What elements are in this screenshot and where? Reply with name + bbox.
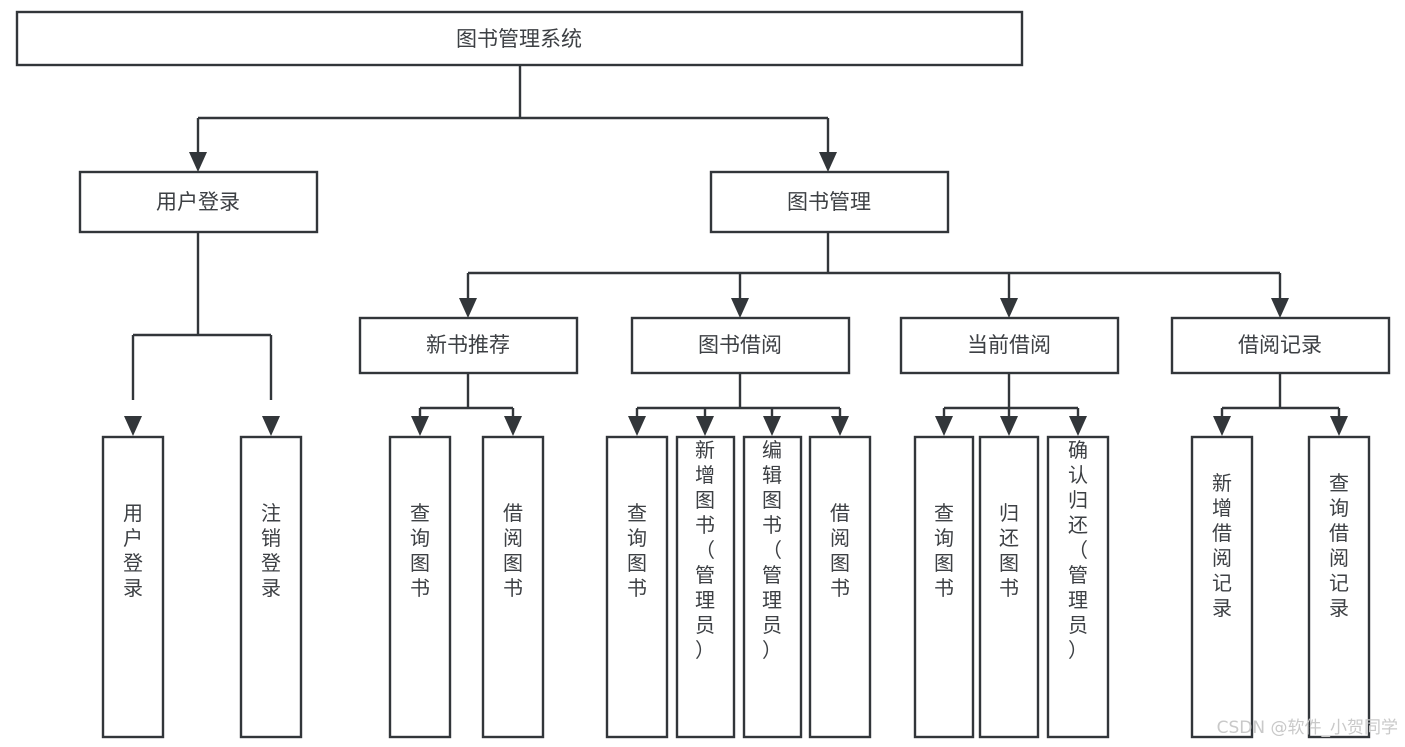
arrow-root-to-user-login-icon	[189, 152, 207, 172]
leaf-node-add-record[interactable]: 新增借阅记录	[1190, 435, 1254, 739]
leaf-query-book-2-label: 查询图书	[627, 501, 647, 600]
node-current-borrow-box[interactable]	[899, 316, 1120, 375]
leaf-query-book-3-box[interactable]	[913, 435, 975, 739]
node-user-login-label: 用户登录	[156, 190, 240, 214]
leaf-query-record-box[interactable]	[1307, 435, 1371, 739]
leaf-borrow-book-2-label: 借阅图书	[830, 501, 850, 600]
leaf-confirm-return-label: 确认归还（管理员）	[1068, 438, 1088, 662]
node-root-box[interactable]	[15, 10, 1024, 67]
leaf-user-login-label: 用户登录	[123, 501, 143, 600]
node-user-login[interactable]: 用户登录	[78, 170, 319, 234]
arrow-book-borrow-leaf-1-icon	[628, 416, 646, 436]
leaf-query-book-1-box[interactable]	[388, 435, 452, 739]
leaf-borrow-book-1-label: 借阅图书	[503, 501, 523, 600]
edges-user-login-to-leaves	[124, 232, 280, 436]
arrow-current-borrow-leaf-1-icon	[935, 416, 953, 436]
node-borrow-record-label: 借阅记录	[1238, 333, 1322, 357]
arrow-current-borrow-leaf-2-icon	[1000, 416, 1018, 436]
leaf-node-query-book-1[interactable]: 查询图书	[388, 435, 452, 739]
arrow-bm-to-borrow-record-icon	[1271, 298, 1289, 318]
leaf-logout-login-label: 注销登录	[261, 501, 281, 600]
leaf-edit-book-label: 编辑图书（管理员）	[762, 438, 782, 662]
node-user-login-box[interactable]	[78, 170, 319, 234]
leaf-logout-login-box[interactable]	[239, 435, 303, 739]
node-borrow-record[interactable]: 借阅记录	[1170, 316, 1391, 375]
leaf-return-book-label: 归还图书	[999, 501, 1019, 600]
edges-root-to-level1	[189, 65, 837, 172]
leaf-query-book-2-box[interactable]	[605, 435, 669, 739]
edges-current-borrow-to-leaves	[935, 373, 1087, 436]
csdn-watermark: CSDN @软件_小贺同学	[1217, 718, 1398, 738]
leaf-add-book-label: 新增图书（管理员）	[695, 438, 715, 662]
leaf-node-query-book-3[interactable]: 查询图书	[913, 435, 975, 739]
arrow-book-borrow-leaf-2-icon	[696, 416, 714, 436]
leaf-node-user-login[interactable]: 用户登录	[101, 435, 165, 739]
arrow-current-borrow-leaf-3-icon	[1069, 416, 1087, 436]
node-new-book-recommend-label: 新书推荐	[426, 333, 510, 357]
edges-book-borrow-to-leaves	[628, 373, 849, 436]
arrow-new-book-leaf-2-icon	[504, 416, 522, 436]
node-root[interactable]: 图书管理系统	[15, 10, 1024, 67]
node-book-borrow-box[interactable]	[630, 316, 851, 375]
leaf-edit-book-box[interactable]	[742, 435, 803, 739]
leaf-node-edit-book[interactable]: 编辑图书（管理员）	[742, 435, 803, 739]
leaf-node-confirm-return[interactable]: 确认归还（管理员）	[1046, 435, 1110, 739]
leaf-add-record-box[interactable]	[1190, 435, 1254, 739]
node-current-borrow[interactable]: 当前借阅	[899, 316, 1120, 375]
edges-borrow-record-to-leaves	[1213, 373, 1348, 436]
node-book-borrow-label: 图书借阅	[698, 333, 782, 357]
arrow-book-borrow-leaf-4-icon	[831, 416, 849, 436]
leaf-borrow-book-1-box[interactable]	[481, 435, 545, 739]
arrow-borrow-record-leaf-2-icon	[1330, 416, 1348, 436]
leaf-node-add-book[interactable]: 新增图书（管理员）	[675, 435, 736, 739]
arrow-bm-to-book-borrow-icon	[731, 298, 749, 318]
arrow-new-book-leaf-1-icon	[411, 416, 429, 436]
node-book-management-box[interactable]	[709, 170, 950, 234]
leaf-query-record-label: 查询借阅记录	[1329, 471, 1349, 620]
arrow-book-borrow-leaf-3-icon	[763, 416, 781, 436]
node-book-management[interactable]: 图书管理	[709, 170, 950, 234]
arrow-user-login-leaf-2-icon	[262, 416, 280, 436]
leaf-node-query-book-2[interactable]: 查询图书	[605, 435, 669, 739]
leaf-node-logout-login[interactable]: 注销登录	[239, 435, 303, 739]
leaf-query-book-3-label: 查询图书	[934, 501, 954, 600]
node-book-borrow[interactable]: 图书借阅	[630, 316, 851, 375]
arrow-user-login-leaf-1-icon	[124, 416, 142, 436]
node-root-label: 图书管理系统	[456, 27, 582, 51]
leaf-node-query-record[interactable]: 查询借阅记录	[1307, 435, 1371, 739]
arrow-root-to-book-management-icon	[819, 152, 837, 172]
leaf-user-login-box[interactable]	[101, 435, 165, 739]
node-book-management-label: 图书管理	[787, 190, 871, 214]
leaf-add-record-label: 新增借阅记录	[1212, 471, 1232, 620]
node-current-borrow-label: 当前借阅	[967, 333, 1051, 357]
leaf-borrow-book-2-box[interactable]	[808, 435, 872, 739]
edges-book-management-to-level2	[459, 232, 1289, 318]
arrow-bm-to-new-book-icon	[459, 298, 477, 318]
arrow-bm-to-current-borrow-icon	[1000, 298, 1018, 318]
node-new-book-recommend-box[interactable]	[358, 316, 579, 375]
node-new-book-recommend[interactable]: 新书推荐	[358, 316, 579, 375]
leaf-return-book-box[interactable]	[978, 435, 1040, 739]
leaf-node-borrow-book-1[interactable]: 借阅图书	[481, 435, 545, 739]
leaf-node-return-book[interactable]: 归还图书	[978, 435, 1040, 739]
edges-new-book-to-leaves	[411, 373, 522, 436]
leaf-confirm-return-box[interactable]	[1046, 435, 1110, 739]
node-borrow-record-box[interactable]	[1170, 316, 1391, 375]
arrow-borrow-record-leaf-1-icon	[1213, 416, 1231, 436]
leaf-add-book-box[interactable]	[675, 435, 736, 739]
leaf-query-book-1-label: 查询图书	[410, 501, 430, 600]
leaf-node-borrow-book-2[interactable]: 借阅图书	[808, 435, 872, 739]
